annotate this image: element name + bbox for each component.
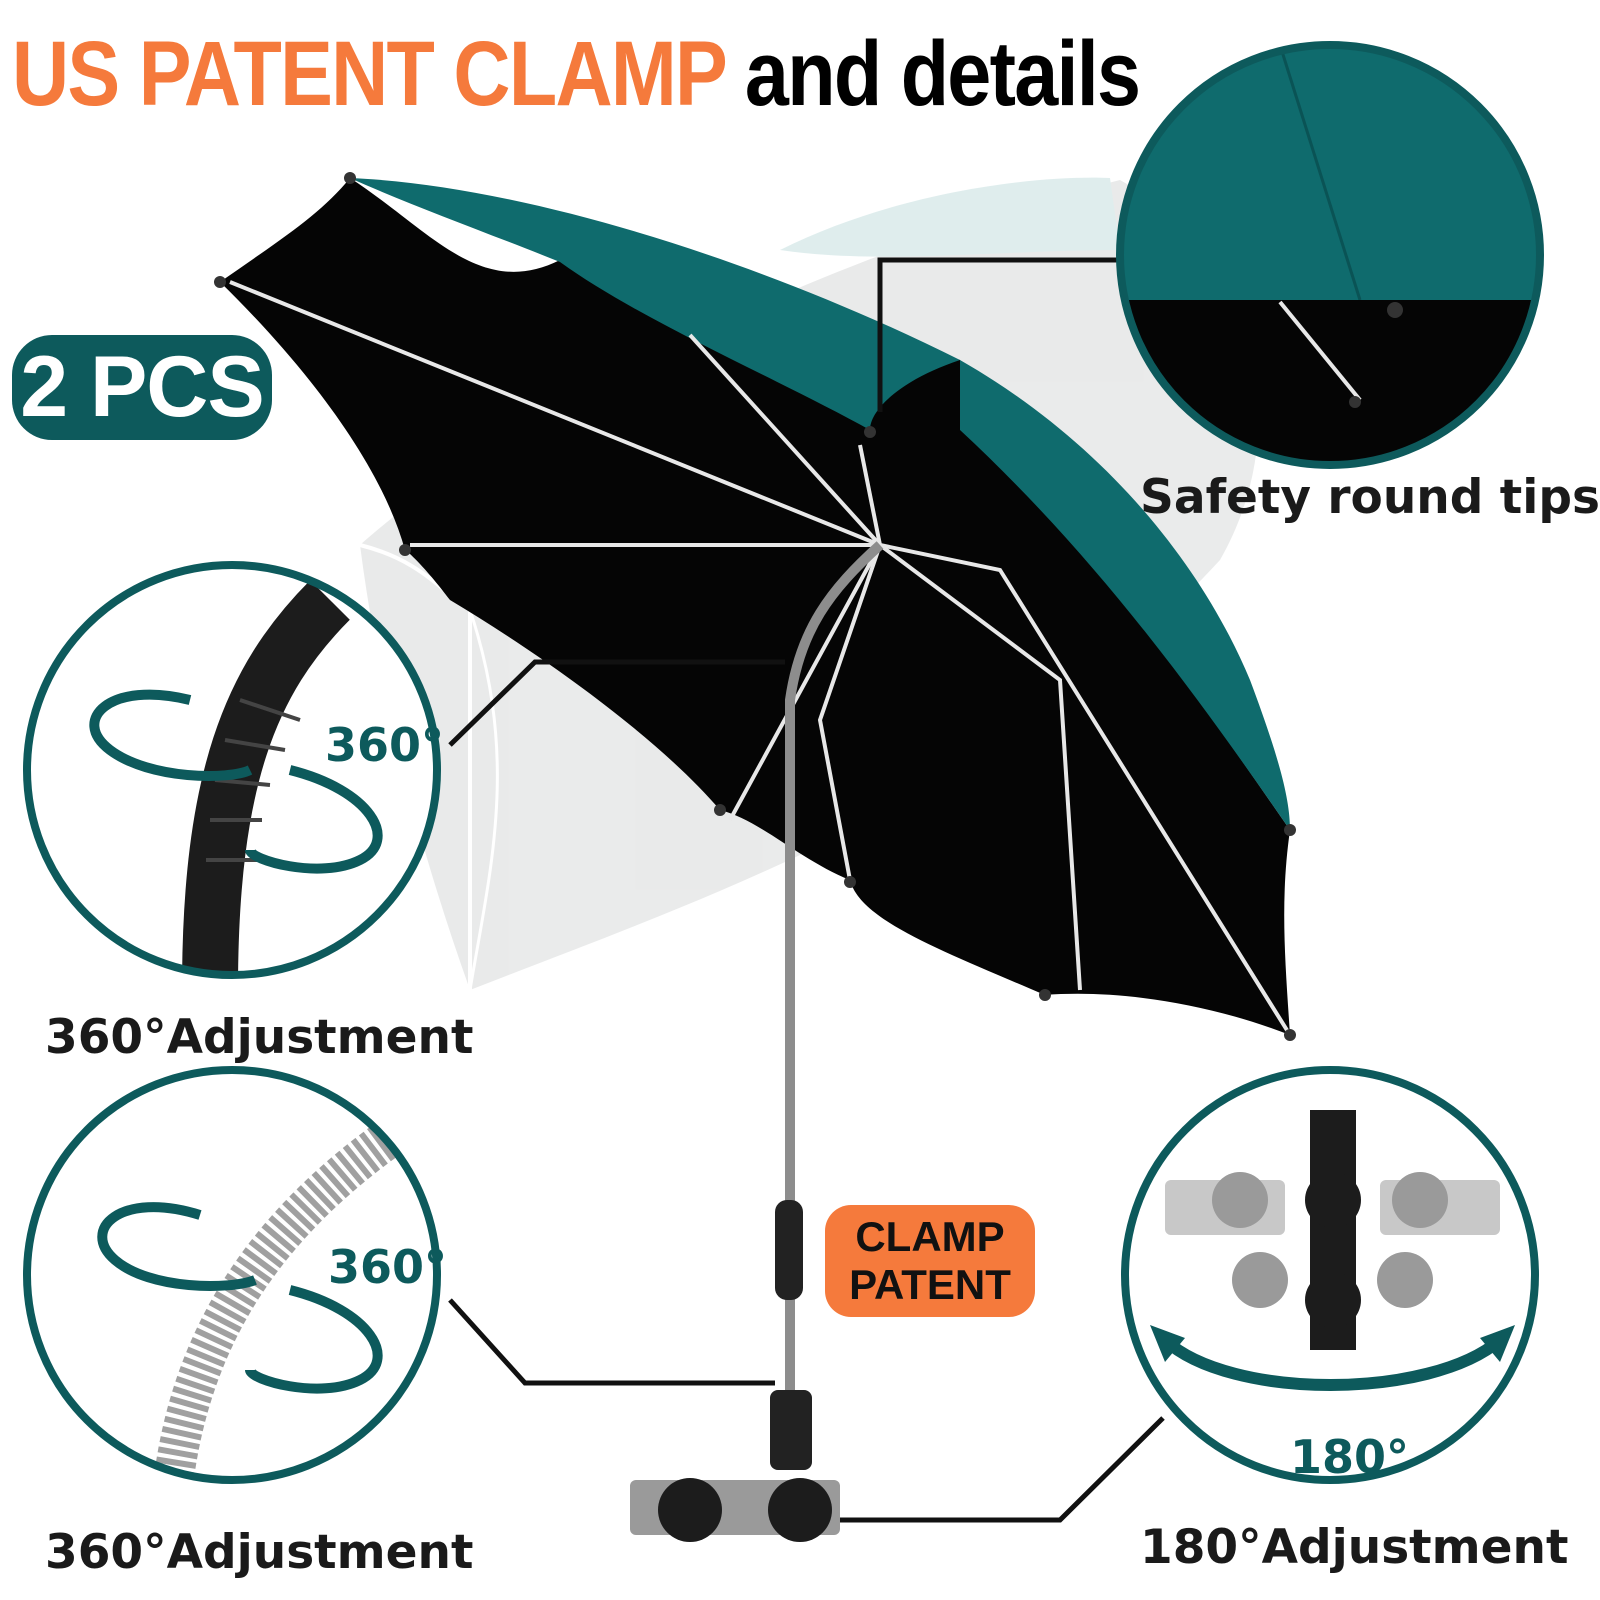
callout-lines (448, 257, 1165, 1523)
main-canopy (214, 172, 1296, 1542)
headline: US PATENT CLAMP and details (12, 22, 1141, 127)
headline-accent: US PATENT CLAMP (12, 23, 726, 125)
rotate-arrow-icon (89, 689, 383, 874)
canopy-ribs (229, 280, 1292, 1037)
caption-adjust-clamp: 180°Adjustment (1140, 1520, 1569, 1575)
headline-rest: and details (724, 23, 1141, 125)
caption-adjust-joint: 360°Adjustment (45, 1010, 474, 1065)
degree-label-clamp: 180° (1290, 1430, 1410, 1484)
clamp-badge-line1: CLAMP (855, 1213, 1005, 1260)
degree-label-joint: 360° (325, 718, 445, 772)
spring-neck-icon (23, 1066, 441, 1484)
caption-safety-tips: Safety round tips (1140, 470, 1600, 525)
flex-joint-icon (23, 561, 441, 979)
clamp-badge-line2: PATENT (849, 1261, 1011, 1308)
clamp-rotation-icon (1121, 1066, 1539, 1484)
degree-label-spring: 360° (328, 1240, 448, 1294)
clamp-patent-badge: CLAMP PATENT (825, 1205, 1035, 1317)
rib-tips (214, 172, 1296, 1041)
clamp-icon (630, 1390, 840, 1542)
caption-adjust-spring: 360°Adjustment (45, 1525, 474, 1580)
quantity-badge: 2 PCS (12, 335, 272, 440)
